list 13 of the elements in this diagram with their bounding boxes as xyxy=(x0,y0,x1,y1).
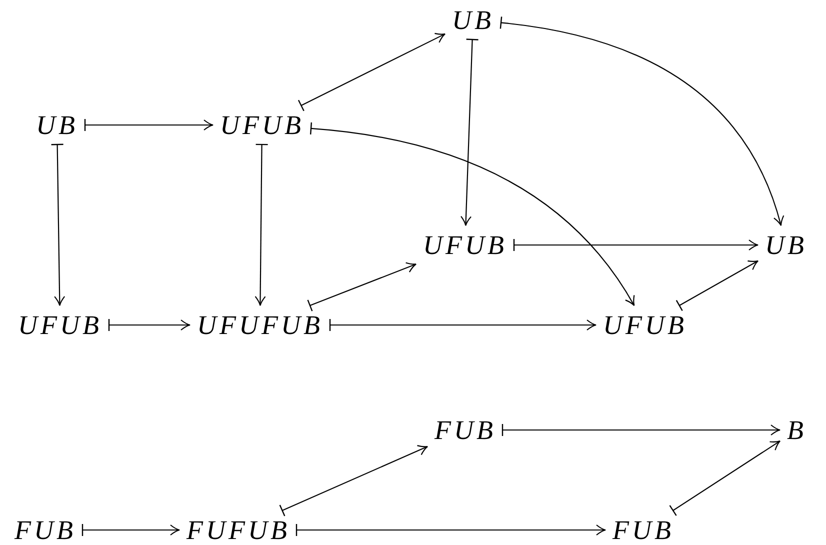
math-object-label: FUB xyxy=(610,516,676,544)
math-object-label: UFUB xyxy=(16,310,104,340)
math-object-label: UB xyxy=(763,230,809,260)
math-object-label: UB xyxy=(34,110,80,140)
math-object-label: UB xyxy=(450,6,496,34)
math-object-label: FUB xyxy=(12,516,78,544)
math-object-label: UFUB xyxy=(421,230,509,260)
math-object-label: FUB xyxy=(432,416,498,444)
math-object-label: UFUFUB xyxy=(195,310,325,340)
math-object-label: UFUB xyxy=(218,110,306,140)
math-object-label: FUFUB xyxy=(184,516,292,544)
math-object-label: B xyxy=(785,416,808,444)
math-object-label: UFUB xyxy=(601,310,689,340)
